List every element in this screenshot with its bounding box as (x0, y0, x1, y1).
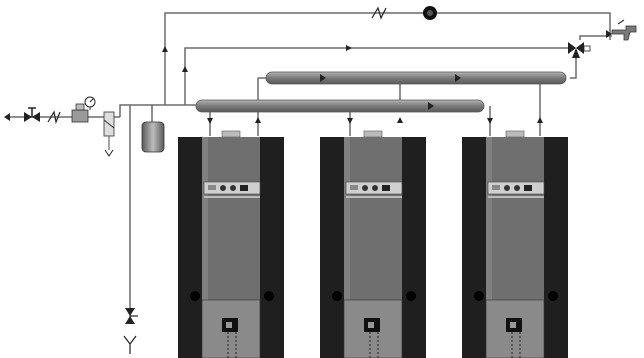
flow-arrows (162, 45, 543, 124)
circulation-pump (423, 6, 437, 20)
check-valve (47, 110, 61, 125)
cold-manifold (195, 99, 485, 113)
heater-flue-cap (221, 130, 241, 138)
tap-pipe (579, 35, 612, 40)
heater-knob-icon (220, 185, 226, 191)
heater-1 (178, 130, 284, 358)
heater-knob-icon (362, 185, 368, 191)
expansion-tank (141, 121, 165, 153)
tap-supply-valve (606, 30, 612, 38)
heater-knob-icon (514, 185, 520, 191)
heater-knob-icon (504, 185, 510, 191)
hot-manifold (265, 71, 567, 85)
thermostatic-mixing-valve (568, 42, 591, 58)
recirc-return-pipe (164, 12, 611, 105)
heater-3 (462, 130, 568, 358)
heater-flue-cap (505, 130, 525, 138)
heater-knob-icon (372, 185, 378, 191)
shutoff-valve (24, 107, 40, 122)
heater-knob-icon (230, 185, 236, 191)
heater-display (524, 185, 532, 191)
heater-display (240, 185, 248, 191)
supply-riser-left (119, 104, 200, 117)
pipe-network (10, 12, 612, 322)
heater-flue-cap (363, 130, 383, 138)
cold-water-inlet (4, 113, 10, 121)
drain-outlet (123, 335, 137, 354)
heater-2 (320, 130, 426, 358)
hot-manifold-feed (570, 56, 577, 79)
hot-water-tap (611, 19, 637, 41)
safety-relief-valve (103, 111, 115, 157)
pressure-gauge (84, 96, 96, 110)
recirc-check-valve (371, 6, 387, 20)
hot-supply-pipe (184, 47, 572, 105)
drain-valve (125, 308, 138, 324)
heater-display (382, 185, 390, 191)
pressure-reducing-valve (71, 103, 89, 123)
